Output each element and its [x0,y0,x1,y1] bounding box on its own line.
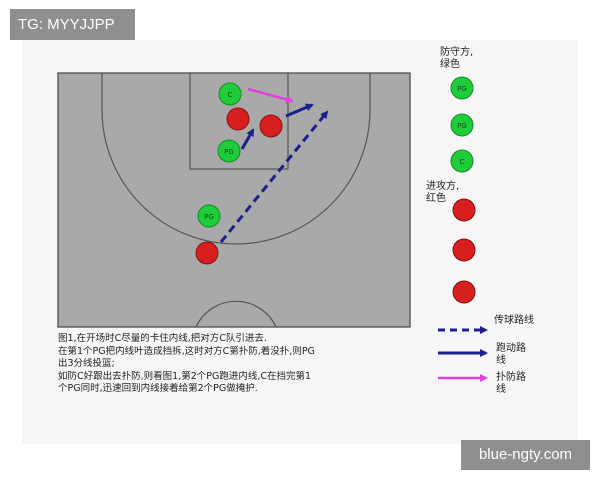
legend-marker-label: PG [457,85,467,93]
legend-defense-title: 防守方, 绿色 [440,47,473,71]
legend-red-marker [452,198,476,222]
pass-arrow-court [219,110,329,243]
three-point-line [101,73,371,245]
caption-line: 在第1个PG把内线叶造成挡拆,这时对方C第扑防,着没扑,则PG [58,345,315,357]
player-green-pg: PG [217,139,241,163]
legend-drive-line1: 跑动路 [496,343,526,354]
player-red [259,114,283,138]
legend-green-marker: PG [450,76,474,100]
legend-defense-line1: 防守方, [440,47,474,58]
player-label: PG [204,213,214,221]
legend-defense-line2: 绿色 [440,59,460,70]
legend-pass-label: 传球路线 [494,315,534,326]
center-circle [195,300,277,328]
legend-offense-line2: 红色 [426,193,446,204]
player-label: PG [224,148,234,156]
legend-offense-line1: 进攻方, [426,181,460,192]
legend-green-marker: PG [450,113,474,137]
legend-red-marker [452,280,476,304]
player-green-pg: PG [197,204,221,228]
caption-line: 出3分线投篮; [58,358,115,369]
watermark-bottom-right: blue-ngty.com [461,440,590,470]
drive-arrow-court-2 [240,128,255,150]
player-label: C [228,91,233,99]
screen-arrow-court [247,87,294,104]
player-green-c: C [218,82,242,106]
legend-screen-line1: 扑防路 [496,372,526,383]
caption-line: 图1,在开场时C尽量的卡住内线,把对方C队引进去. [58,333,267,344]
player-red [226,107,250,131]
legend-red-marker [452,238,476,262]
player-red [195,241,219,265]
diagram-caption: 图1,在开场时C尽量的卡住内线,把对方C队引进去. 在第1个PG把内线叶造成挡拆… [58,333,428,396]
legend-marker-label: C [460,158,465,166]
drive-arrow-court-1 [285,103,314,118]
watermark-top-left: TG: MYYJJPP [10,9,135,40]
caption-line: 如防C好跟出去扑防,则看图1,第2个PG跑进内线,C在挡完第1 [58,370,312,382]
legend-screen-line2: 线 [496,384,506,395]
legend-drive-label: 跑动路 线 [496,343,526,367]
legend-offense-title: 进攻方, 红色 [426,181,459,205]
legend-marker-label: PG [457,122,467,130]
legend-screen-label: 扑防路 线 [496,372,526,396]
paint [189,72,289,170]
legend-drive-line2: 线 [496,355,506,366]
legend-green-marker: C [450,149,474,173]
caption-line: 个PG同时,迅速回到内线接着给第2个PG做掩护. [58,383,258,394]
